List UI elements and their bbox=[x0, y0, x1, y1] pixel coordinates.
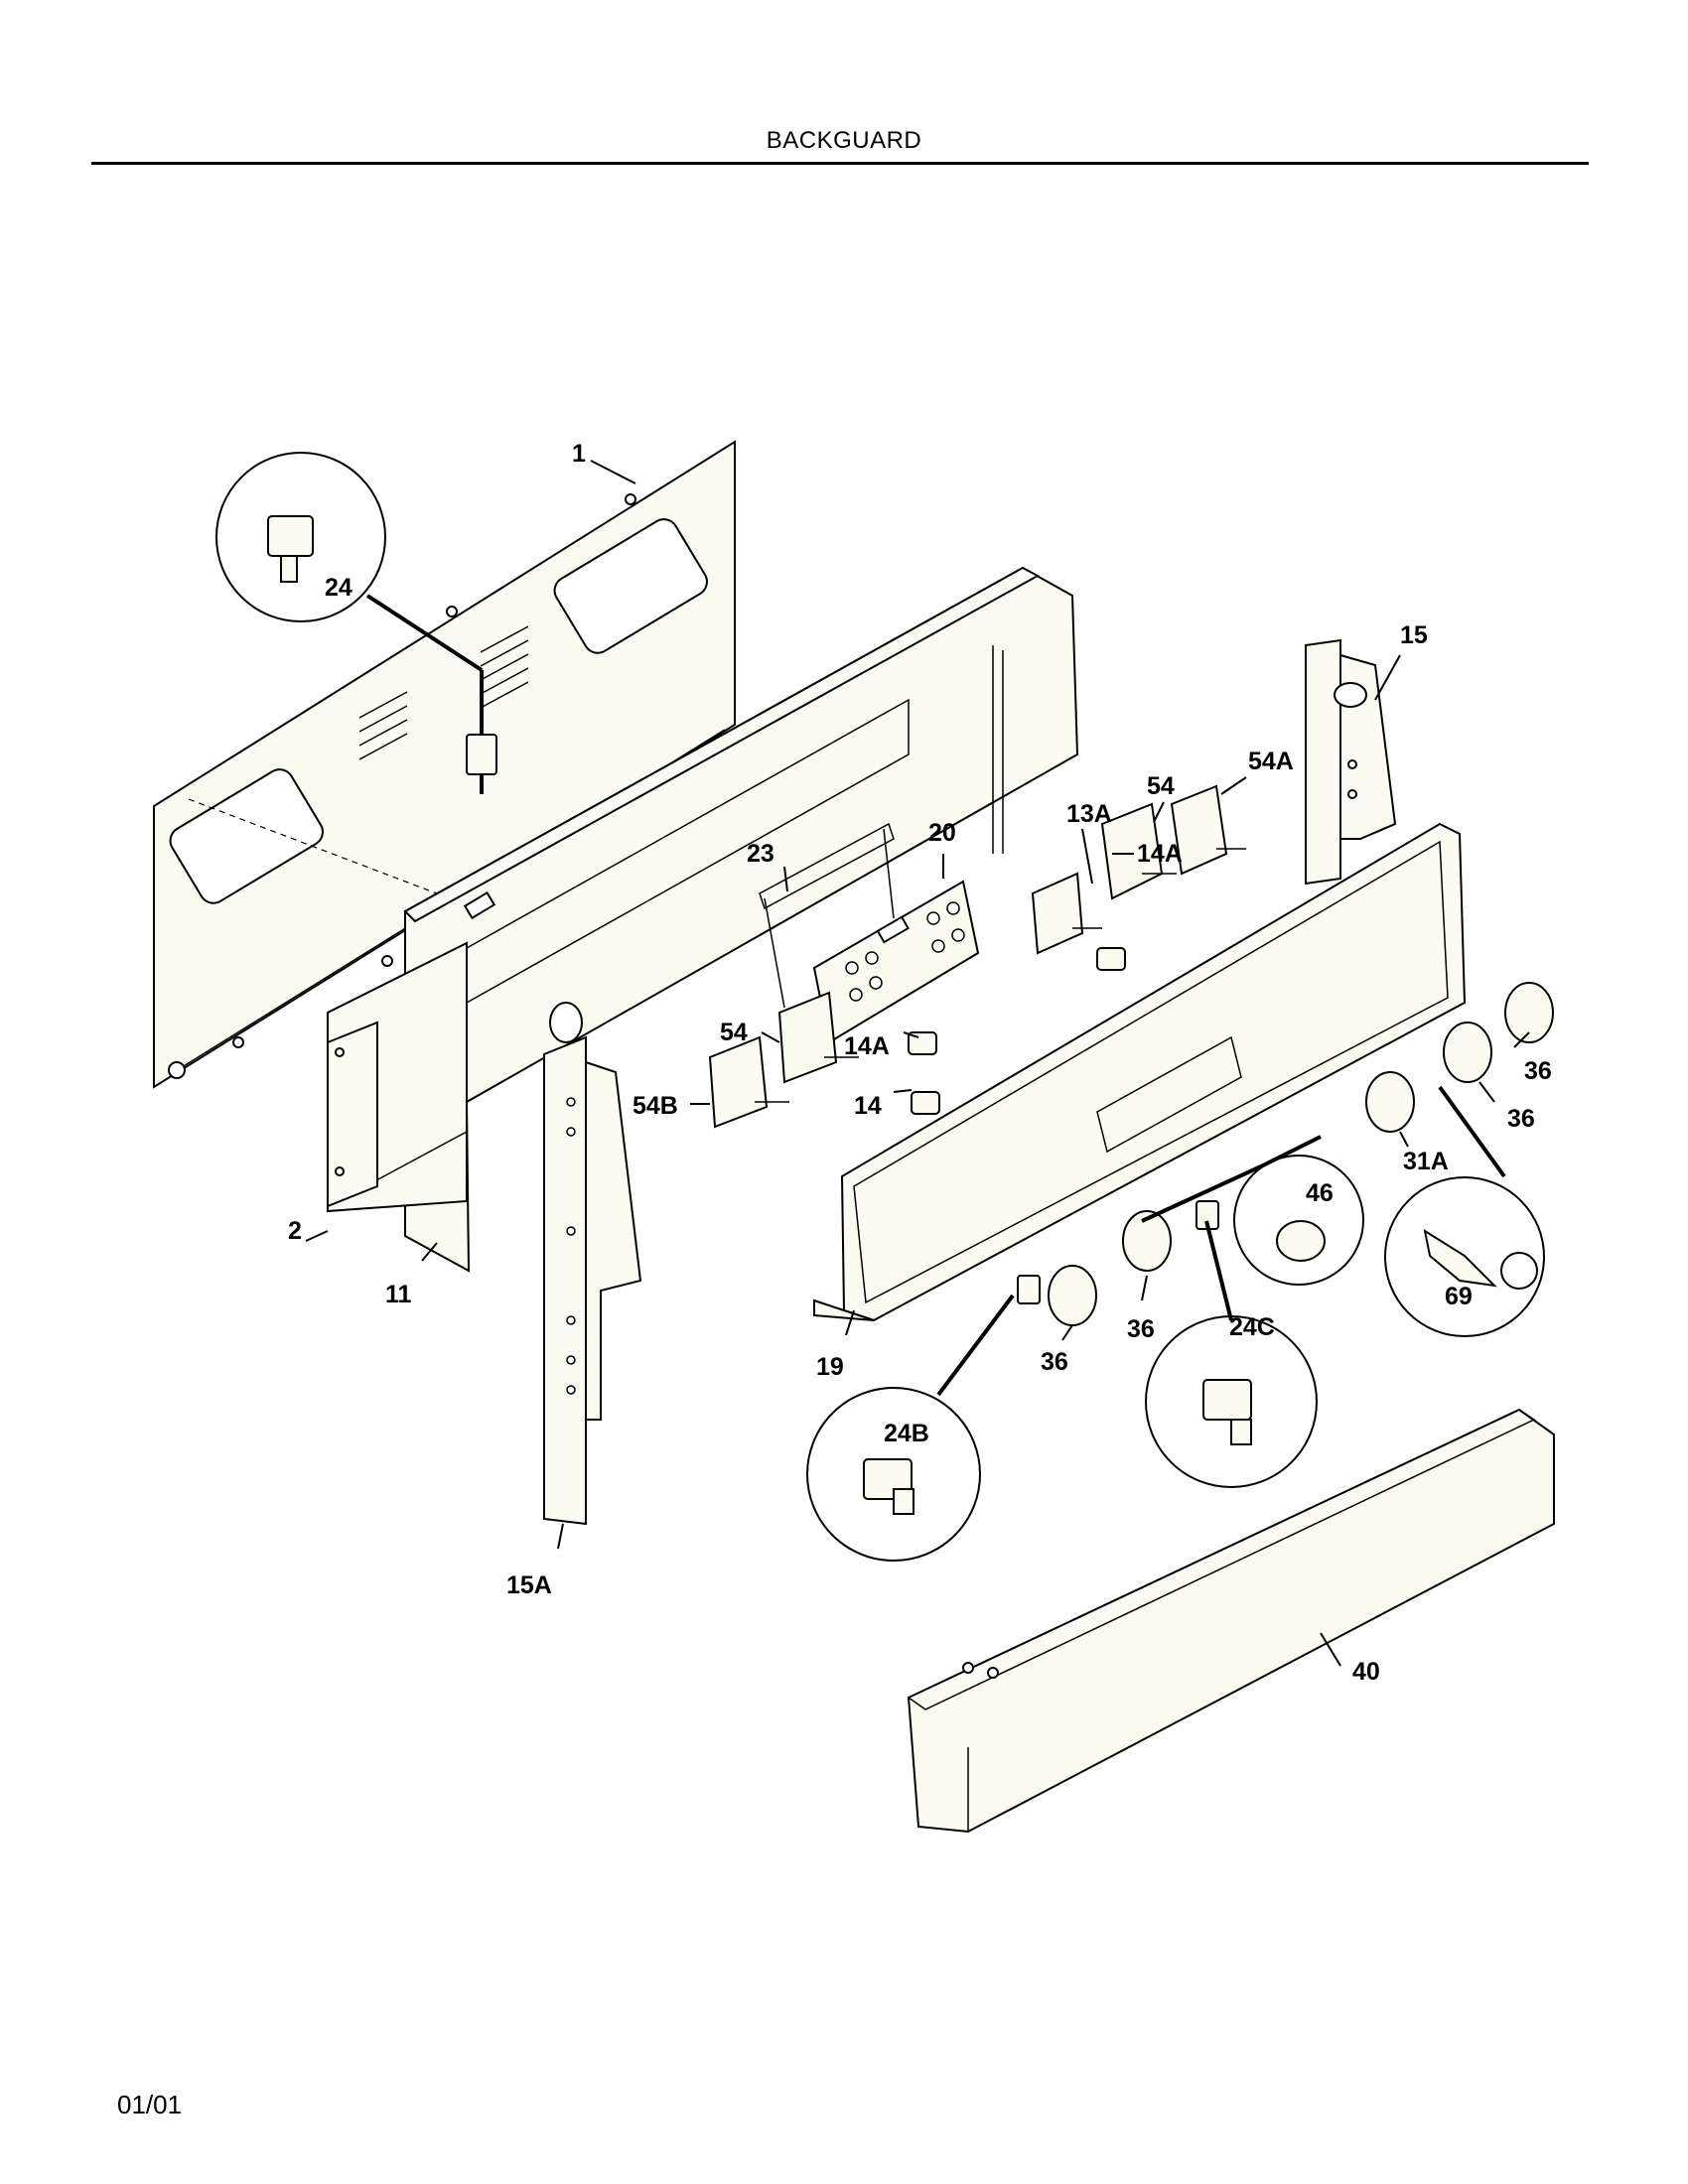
control-panel bbox=[813, 822, 1467, 1322]
callout-31A: 31A bbox=[1403, 1148, 1449, 1175]
page-title: BACKGUARD bbox=[766, 127, 922, 154]
callout-13A: 13A bbox=[1066, 800, 1112, 828]
callout-36-left: 36 bbox=[1041, 1348, 1068, 1376]
callout-19: 19 bbox=[816, 1353, 844, 1381]
callout-40: 40 bbox=[1352, 1658, 1380, 1686]
callout-14A-lower: 14A bbox=[844, 1032, 890, 1060]
callout-69: 69 bbox=[1445, 1283, 1473, 1310]
callout-54-front: 54 bbox=[720, 1019, 748, 1046]
backguard-shell bbox=[327, 566, 1079, 1273]
callout-14A-upper: 14A bbox=[1137, 840, 1183, 868]
callout-36-center: 36 bbox=[1127, 1315, 1155, 1343]
footer-date-code: 01/01 bbox=[117, 2090, 183, 2119]
trim-strip bbox=[907, 1408, 1555, 1834]
indicator-lights bbox=[908, 947, 1126, 1115]
callout-24C: 24C bbox=[1229, 1313, 1275, 1341]
infinite-switch-54-front bbox=[777, 991, 859, 1084]
infinite-switch-13A bbox=[1031, 872, 1102, 955]
infinite-switch-54A bbox=[1170, 784, 1246, 876]
callout-54A: 54A bbox=[1248, 748, 1294, 775]
infinite-switch-54B bbox=[708, 1035, 789, 1129]
callout-24: 24 bbox=[325, 574, 352, 602]
callout-23: 23 bbox=[747, 840, 774, 868]
callout-46: 46 bbox=[1306, 1179, 1334, 1207]
rocker-switches bbox=[1017, 1200, 1219, 1304]
callout-36-middle: 36 bbox=[1507, 1105, 1535, 1133]
callout-24B: 24B bbox=[884, 1420, 929, 1447]
right-side-bracket bbox=[1305, 638, 1397, 886]
detail-69 bbox=[1384, 1085, 1545, 1337]
left-side-bracket bbox=[543, 1035, 642, 1526]
detail-24B bbox=[806, 1294, 1015, 1562]
lower-bracket bbox=[327, 1021, 378, 1208]
detail-24C bbox=[1145, 1220, 1318, 1488]
callout-20: 20 bbox=[928, 819, 956, 847]
infinite-switch-54-rear bbox=[1100, 802, 1177, 900]
callout-2: 2 bbox=[288, 1217, 302, 1245]
detail-46 bbox=[1141, 1135, 1364, 1286]
callout-54B: 54B bbox=[633, 1092, 678, 1120]
detail-24 bbox=[215, 452, 497, 794]
clock-board bbox=[812, 880, 980, 1044]
callout-15A: 15A bbox=[506, 1571, 552, 1599]
clock-bracket bbox=[759, 822, 895, 1009]
leader-lines bbox=[305, 460, 1530, 1667]
knobs bbox=[1048, 982, 1554, 1326]
rear-panel bbox=[153, 440, 736, 1089]
callout-36-right: 36 bbox=[1524, 1057, 1552, 1085]
header-rule bbox=[91, 162, 1589, 165]
callout-54-rear: 54 bbox=[1147, 772, 1175, 800]
callout-1: 1 bbox=[572, 440, 586, 468]
callout-14: 14 bbox=[854, 1092, 882, 1120]
callout-11: 11 bbox=[385, 1281, 412, 1308]
callout-15: 15 bbox=[1400, 621, 1428, 649]
